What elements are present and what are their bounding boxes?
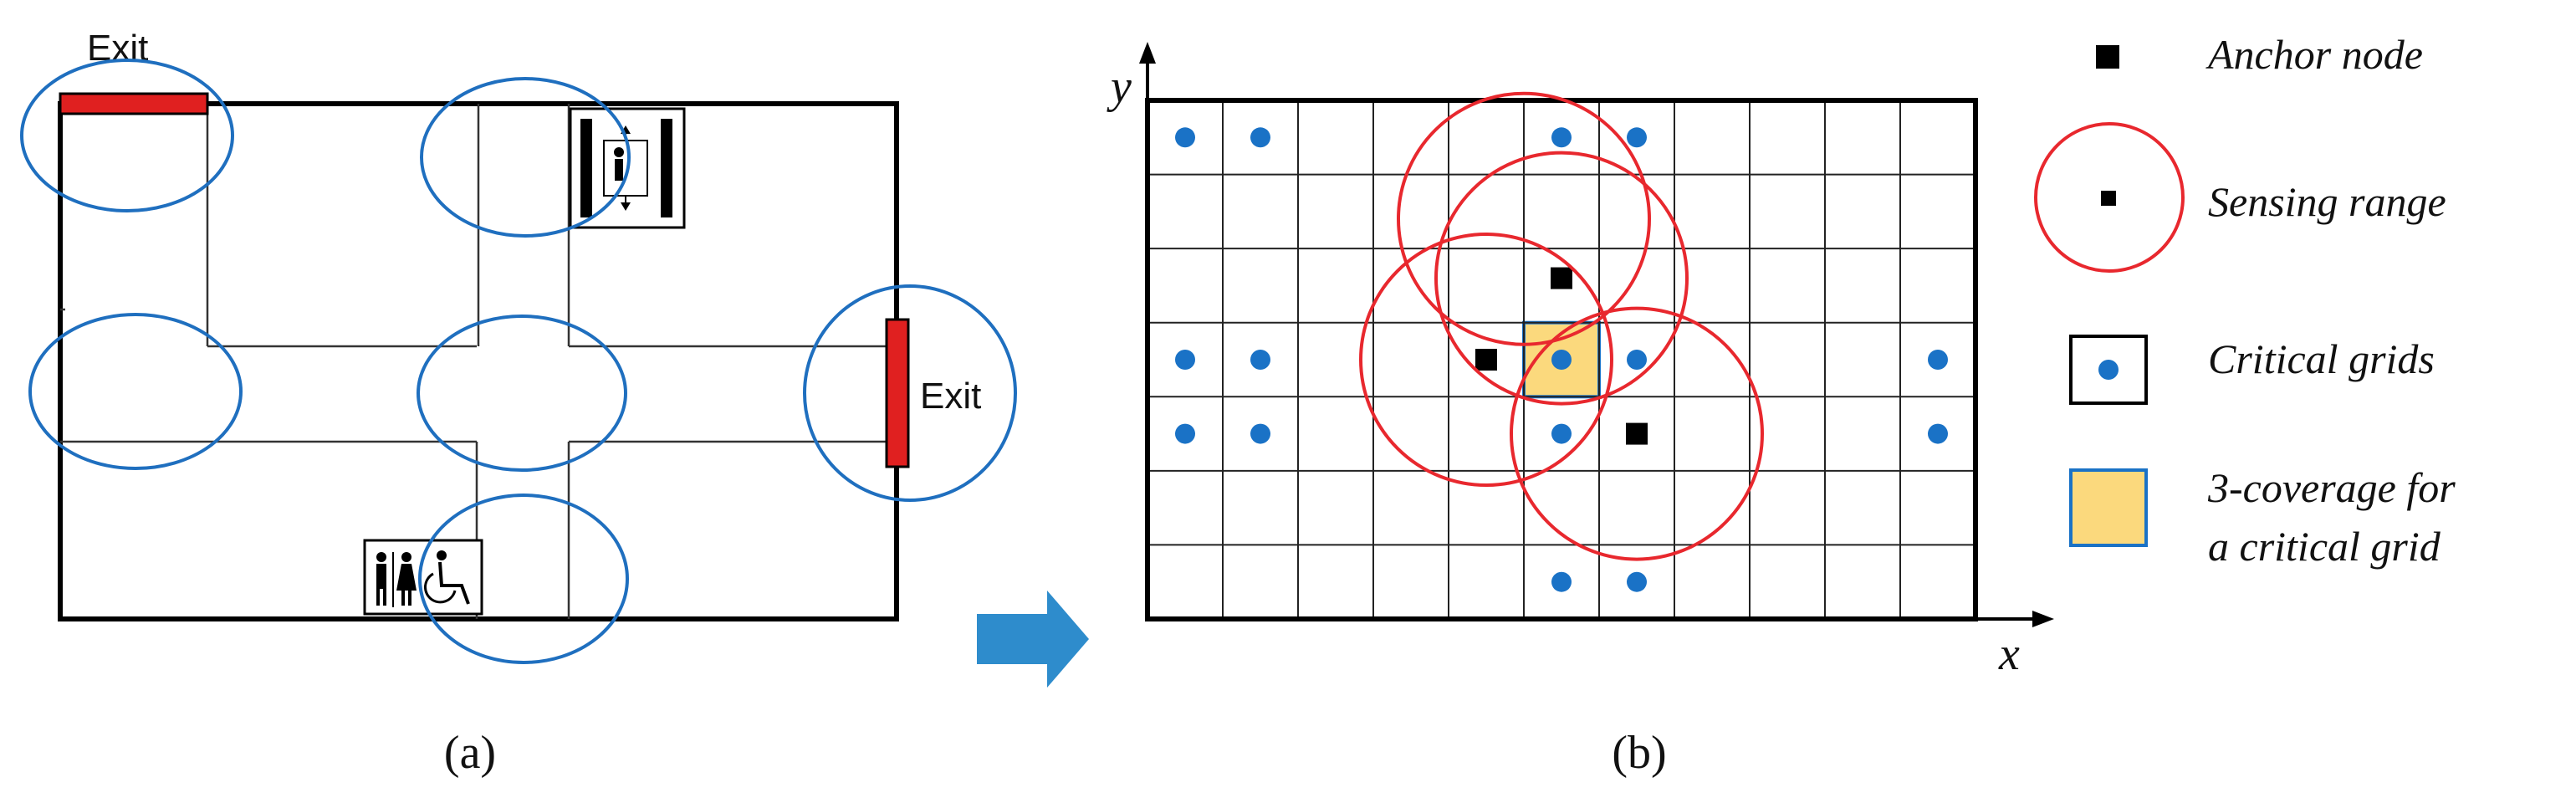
legend-anchor-node-icon xyxy=(2096,45,2119,69)
legend-sensing-range-label: Sensing range xyxy=(2208,178,2446,225)
floor-plan-panel: Exit Exit xyxy=(20,28,1017,779)
transition-arrow xyxy=(977,591,1089,688)
critical-grids-layer xyxy=(1175,127,1948,592)
legend-sensing-range-icon xyxy=(2034,122,2185,273)
critical-grid-dot xyxy=(1551,571,1572,592)
zone-elevator xyxy=(420,77,631,238)
critical-grid-dot xyxy=(1551,350,1572,370)
anchor-node xyxy=(1475,349,1497,371)
legend-item-coverage: 3-coverage for a critical grid xyxy=(2069,464,2456,570)
critical-grid-dot xyxy=(1250,350,1270,370)
legend-item-critical-grids: Critical grids xyxy=(2069,335,2435,405)
sensing-range-circle xyxy=(1434,151,1689,406)
sensing-range-circle xyxy=(1359,233,1613,487)
exit-right-label: Exit xyxy=(920,376,981,417)
grid-panel: y x (b) xyxy=(1107,42,2054,779)
critical-grid-dot xyxy=(1627,127,1647,148)
exit-top-door xyxy=(59,92,209,115)
critical-grid-dot xyxy=(1627,571,1647,592)
critical-grid-dot xyxy=(1175,423,1195,444)
sensing-range-circle xyxy=(1397,91,1651,346)
zone-center-junction xyxy=(417,315,627,472)
anchor-node xyxy=(1551,267,1572,289)
legend-coverage-label-line2: a critical grid xyxy=(2208,523,2441,570)
anchor-nodes-layer xyxy=(1475,267,1648,445)
legend-critical-dot-icon xyxy=(2098,360,2119,380)
legend-coverage-icon xyxy=(2069,468,2148,547)
zone-restroom xyxy=(418,494,629,664)
critical-grid-dot xyxy=(1928,350,1948,370)
caption-a: (a) xyxy=(444,727,496,779)
critical-grid-dot xyxy=(1175,127,1195,148)
critical-grid-dot xyxy=(1627,350,1647,370)
legend-item-anchor-node: Anchor node xyxy=(2096,31,2423,78)
wheelchair-icon xyxy=(424,550,470,605)
zone-exit-right xyxy=(803,284,1017,502)
zone-exit-top xyxy=(20,59,234,212)
y-axis-label: y xyxy=(1107,61,1132,113)
legend: Anchor node Sensing range Critical grids… xyxy=(2034,31,2456,570)
legend-coverage-label-line1: 3-coverage for xyxy=(2207,464,2456,511)
critical-grid-dot xyxy=(1928,423,1948,444)
legend-item-sensing-range: Sensing range xyxy=(2034,122,2446,273)
caption-b: (b) xyxy=(1612,727,1666,779)
zone-ellipses xyxy=(20,59,1017,664)
critical-grid-dot xyxy=(1551,127,1572,148)
anchor-node xyxy=(1626,422,1648,445)
grid-lines xyxy=(1147,100,1975,619)
critical-grid-dot xyxy=(1250,423,1270,444)
sensing-ranges-layer xyxy=(1359,91,1764,561)
sensing-range-circle xyxy=(1510,306,1764,561)
legend-critical-grids-label: Critical grids xyxy=(2208,335,2435,382)
corridor-walls xyxy=(60,104,897,619)
critical-grid-dot xyxy=(1551,423,1572,444)
x-axis-label: x xyxy=(1998,628,2020,680)
critical-grid-dot xyxy=(1175,350,1195,370)
zone-left-corridor xyxy=(28,313,243,470)
legend-anchor-node-label: Anchor node xyxy=(2205,31,2423,78)
legend-sensing-range-node-icon xyxy=(2101,191,2116,206)
exit-right-door xyxy=(885,318,910,468)
critical-grid-dot xyxy=(1250,127,1270,148)
